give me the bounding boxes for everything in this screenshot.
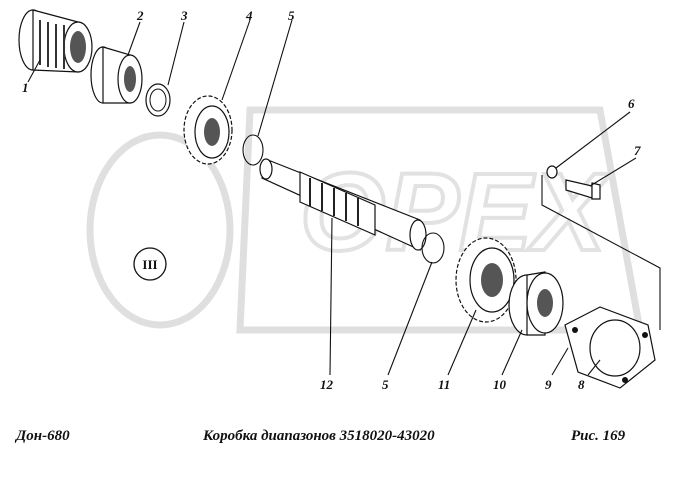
part-10-bearing [508, 271, 564, 336]
callout-5-lower: 5 [382, 377, 389, 392]
part-4-gear [183, 95, 233, 165]
part-6-washer [546, 165, 558, 179]
callout-3: 3 [180, 8, 188, 23]
callout-8: 8 [578, 377, 585, 392]
leader-lines [27, 19, 637, 376]
section-marker-label: III [142, 257, 157, 272]
callout-11: 11 [438, 377, 450, 392]
callout-2: 2 [136, 8, 144, 23]
part-12-shaft [259, 158, 427, 251]
part-2-bearing [90, 46, 143, 104]
section-marker: III [133, 247, 167, 281]
callout-9: 9 [545, 377, 552, 392]
callout-4: 4 [245, 8, 253, 23]
part-5-snap-ring-upper [242, 134, 264, 166]
callout-1: 1 [22, 80, 29, 95]
part-5-snap-ring-lower [421, 232, 445, 264]
part-8-cover [564, 306, 656, 389]
footer-model: Дон-680 [16, 428, 70, 444]
callout-10: 10 [493, 377, 507, 392]
callout-12: 12 [320, 377, 334, 392]
part-1-sleeve [18, 9, 93, 73]
part-7-bolt [565, 179, 601, 200]
footer-title: Коробка диапазонов 3518020-43020 [203, 428, 435, 444]
assembly-line [541, 175, 661, 330]
callout-5-upper: 5 [288, 8, 295, 23]
watermark-logo: OPEX [86, 106, 645, 334]
callout-7: 7 [634, 143, 641, 158]
part-3-ring [145, 83, 171, 117]
footer-figure-number: Рис. 169 [571, 428, 626, 444]
part-11-gear [455, 237, 517, 323]
callout-6: 6 [628, 96, 635, 111]
